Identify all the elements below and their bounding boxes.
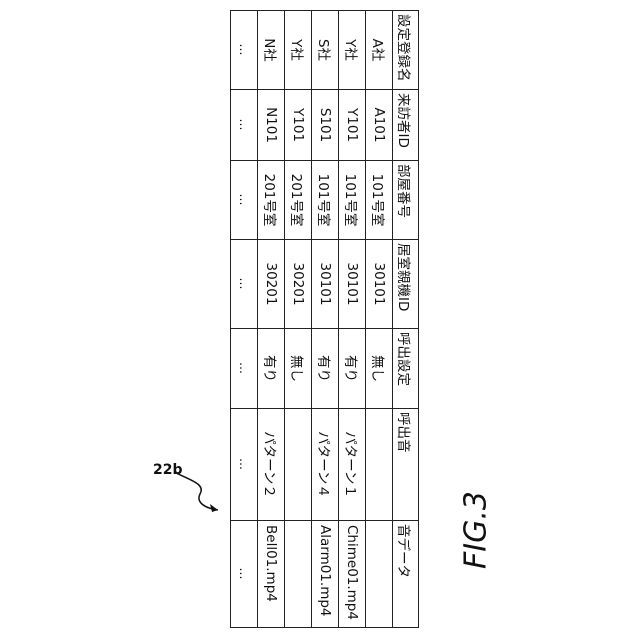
cell-call-tone — [366, 409, 393, 521]
header-setting-name: 設定登録名 — [393, 11, 419, 90]
cell-room-number: 201号室 — [285, 161, 312, 240]
cell-ellipsis: … — [231, 329, 258, 409]
cell-ellipsis: … — [231, 521, 258, 628]
table-header-row: 設定登録名 来訪者ID 部屋番号 居室親機ID 呼出設定 呼出音 音データ — [393, 11, 419, 628]
figure-label-frame: FIG.3 — [446, 500, 506, 560]
figure-label: FIG.3 — [459, 491, 494, 569]
cell-ellipsis: … — [231, 90, 258, 161]
cell-room-number: 101号室 — [339, 161, 366, 240]
cell-call-tone: パターン１ — [339, 409, 366, 521]
cell-setting-name: Y社 — [285, 11, 312, 90]
cell-setting-name: N社 — [258, 11, 285, 90]
cell-setting-name: Y社 — [339, 11, 366, 90]
cell-sound-data: Chime01.mp4 — [339, 521, 366, 628]
table-row: A社 A101 101号室 30101 無し — [366, 11, 393, 628]
cell-call-setting: 有り — [312, 329, 339, 409]
registration-table: 設定登録名 来訪者ID 部屋番号 居室親機ID 呼出設定 呼出音 音データ A社… — [230, 10, 419, 628]
cell-room-unit-id: 30101 — [339, 240, 366, 329]
cell-call-setting: 有り — [258, 329, 285, 409]
header-call-tone: 呼出音 — [393, 409, 419, 521]
cell-room-number: 201号室 — [258, 161, 285, 240]
header-room-unit-id: 居室親機ID — [393, 240, 419, 329]
cell-visitor-id: A101 — [366, 90, 393, 161]
cell-visitor-id: Y101 — [339, 90, 366, 161]
cell-setting-name: S社 — [312, 11, 339, 90]
header-sound-data: 音データ — [393, 521, 419, 628]
table-row-continuation: … … … … … … … — [231, 11, 258, 628]
registration-table-frame: 設定登録名 来訪者ID 部屋番号 居室親機ID 呼出設定 呼出音 音データ A社… — [233, 10, 419, 627]
cell-call-tone: パターン４ — [312, 409, 339, 521]
cell-visitor-id: Y101 — [285, 90, 312, 161]
header-room-number: 部屋番号 — [393, 161, 419, 240]
reference-arrow — [170, 470, 230, 520]
cell-call-setting: 無し — [366, 329, 393, 409]
cell-call-setting: 無し — [285, 329, 312, 409]
header-call-setting: 呼出設定 — [393, 329, 419, 409]
cell-call-tone: パターン２ — [258, 409, 285, 521]
table-row: S社 S101 101号室 30101 有り パターン４ Alarm01.mp4 — [312, 11, 339, 628]
cell-room-unit-id: 30201 — [285, 240, 312, 329]
cell-ellipsis: … — [231, 240, 258, 329]
cell-sound-data — [285, 521, 312, 628]
cell-ellipsis: … — [231, 11, 258, 90]
cell-room-unit-id: 30101 — [366, 240, 393, 329]
cell-call-tone — [285, 409, 312, 521]
cell-setting-name: A社 — [366, 11, 393, 90]
cell-ellipsis: … — [231, 161, 258, 240]
cell-room-unit-id: 30101 — [312, 240, 339, 329]
cell-sound-data: Alarm01.mp4 — [312, 521, 339, 628]
cell-sound-data: Bell01.mp4 — [258, 521, 285, 628]
cell-room-unit-id: 30201 — [258, 240, 285, 329]
table-row: N社 N101 201号室 30201 有り パターン２ Bell01.mp4 — [258, 11, 285, 628]
header-visitor-id: 来訪者ID — [393, 90, 419, 161]
cell-room-number: 101号室 — [312, 161, 339, 240]
table-row: Y社 Y101 201号室 30201 無し — [285, 11, 312, 628]
cell-sound-data — [366, 521, 393, 628]
cell-call-setting: 有り — [339, 329, 366, 409]
cell-visitor-id: S101 — [312, 90, 339, 161]
table-row: Y社 Y101 101号室 30101 有り パターン１ Chime01.mp4 — [339, 11, 366, 628]
cell-visitor-id: N101 — [258, 90, 285, 161]
cell-ellipsis: … — [231, 409, 258, 521]
cell-room-number: 101号室 — [366, 161, 393, 240]
